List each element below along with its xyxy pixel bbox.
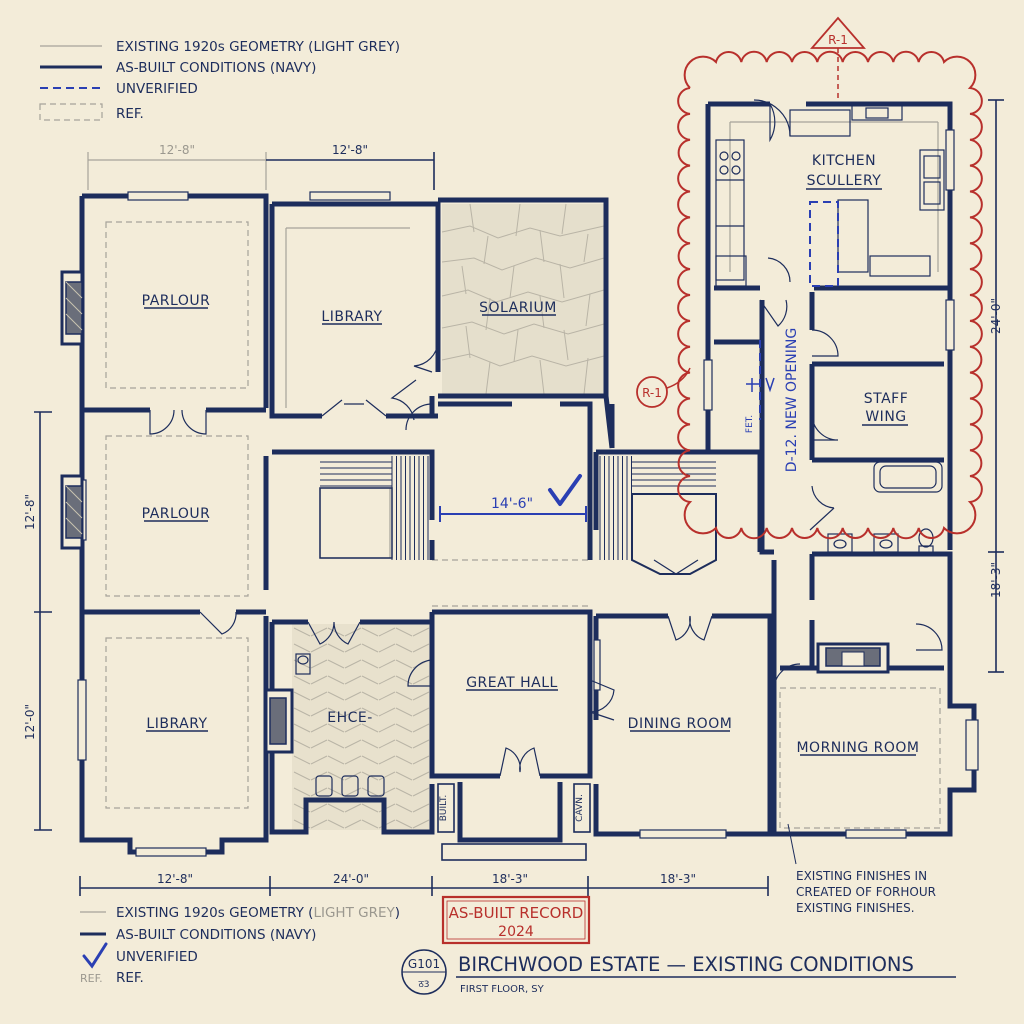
stairs	[319, 456, 717, 575]
dim-bottom-3: 18'-3"	[492, 872, 528, 886]
room-label-fet: FET.	[745, 415, 755, 433]
legend-check-icon	[82, 942, 108, 969]
top-dimensions: 12'-8" 12'-8"	[87, 143, 435, 190]
stamp-line-1: AS-BUILT RECORD	[449, 904, 584, 922]
room-label-morning-room: MORNING ROOM	[796, 740, 919, 756]
fireplace-parlour-mid	[60, 474, 84, 550]
as-built-stamp: AS-BUILT RECORD 2024	[441, 895, 591, 945]
legend-bottom-navy-label: AS-BUILT CONDITIONS (NAVY)	[116, 927, 316, 943]
room-labels: PARLOUR LIBRARY SOLARIUM KITCHEN SCULLER…	[142, 153, 919, 833]
legend-bottom-ref-symbol: REF.	[80, 972, 103, 985]
room-label-staff-1: STAFF	[864, 391, 909, 407]
kitchen-fixtures	[715, 103, 945, 287]
entrance-parquet-floor	[292, 624, 430, 830]
room-label-dining-room: DINING ROOM	[628, 716, 733, 732]
revision-tag-label: R-1	[828, 33, 848, 47]
legend-top-unverified-label: UNVERIFIED	[116, 81, 198, 97]
revision-tag-triangle	[810, 16, 866, 49]
legend-bottom-ref-label: REF.	[116, 970, 144, 986]
legend-ref-box	[39, 103, 103, 121]
legend-top: EXISTING 1920s GEOMETRY (LIGHT GREY) AS-…	[39, 39, 400, 122]
fireplace-entrance	[264, 688, 294, 754]
hall-span-dimension: 14'-6"	[439, 474, 587, 522]
drawing-title: BIRCHWOOD ESTATE — EXISTING CONDITIONS	[458, 953, 914, 976]
legend-top-grey-label: EXISTING 1920s GEOMETRY (LIGHT GREY)	[116, 39, 400, 55]
dim-top-navy: 12'-8"	[332, 143, 368, 157]
legend-bottom-unverified-label: UNVERIFIED	[116, 949, 198, 965]
finishes-note: EXISTING FINISHES IN CREATED OF FORHOUR …	[787, 823, 936, 915]
drawing-subtitle: FIRST FLOOR, SY	[460, 984, 545, 995]
room-label-built: BUILT.	[439, 795, 449, 821]
fireplace-morning-room	[816, 642, 890, 674]
side-dimensions: 12'-8" 12'-0" 24'-0" 18'-3"	[23, 99, 1004, 831]
solarium-stone-floor	[441, 203, 605, 395]
room-label-solarium: SOLARIUM	[479, 300, 557, 316]
dim-hall-span: 14'-6"	[491, 496, 533, 512]
room-label-kitchen-1: KITCHEN	[812, 153, 876, 169]
bath-fixtures	[295, 461, 943, 797]
doors	[149, 99, 943, 777]
sheet-scale: ठ3	[419, 980, 430, 990]
legend-top-ref-label: REF.	[116, 106, 144, 122]
legend-bottom: EXISTING 1920s GEOMETRY (LIGHT GREY) AS-…	[80, 905, 400, 986]
room-label-great-hall: GREAT HALL	[466, 675, 558, 691]
room-label-parlour-top: PARLOUR	[142, 293, 211, 309]
legend-top-navy-label: AS-BUILT CONDITIONS (NAVY)	[116, 60, 316, 76]
dim-top-grey: 12'-8"	[159, 143, 195, 157]
revision-bubble-label: R-1	[642, 386, 662, 400]
note-line-3: EXISTING FINISHES.	[796, 901, 915, 915]
dim-bottom-4: 18'-3"	[660, 872, 696, 886]
room-label-kitchen-2: SCULLERY	[807, 173, 882, 189]
room-label-cabin: CAVN.	[575, 794, 585, 822]
bottom-dimensions: 12'-8" 24'-0" 18'-3" 18'-3"	[79, 872, 769, 896]
revision-cloud: R-1 R-1	[636, 16, 983, 540]
new-opening-annotation: D-12. NEW OPENING	[784, 328, 800, 472]
dim-bottom-2: 24'-0"	[333, 872, 369, 886]
room-label-library-bottom: LIBRARY	[146, 716, 207, 732]
room-label-entrance: EHCE-	[327, 710, 373, 726]
dim-left-upper: 12'-8"	[23, 494, 37, 530]
dim-bottom-1: 12'-8"	[157, 872, 193, 886]
sheet-number: G101	[408, 957, 440, 971]
dim-left-lower: 12'-0"	[23, 704, 37, 740]
revision-bubble	[636, 376, 668, 408]
note-line-1: EXISTING FINISHES IN	[796, 869, 927, 883]
dim-right-lower: 18'-3"	[989, 562, 1003, 598]
room-label-parlour-mid: PARLOUR	[142, 506, 211, 522]
legend-bottom-grey-label: EXISTING 1920s GEOMETRY (LIGHT GREY)	[116, 905, 400, 921]
unverified-elements	[746, 201, 839, 420]
verified-check-icon	[548, 474, 582, 506]
title-block: G101 ठ3 BIRCHWOOD ESTATE — EXISTING COND…	[401, 949, 956, 995]
note-line-2: CREATED OF FORHOUR	[796, 885, 936, 899]
fireplaces	[60, 270, 890, 754]
fireplace-parlour-top	[60, 270, 84, 346]
dim-right-upper: 24'-0"	[989, 298, 1003, 334]
room-label-staff-2: WING	[865, 409, 906, 425]
stamp-line-2: 2024	[498, 924, 534, 940]
room-label-library-top: LIBRARY	[321, 309, 382, 325]
